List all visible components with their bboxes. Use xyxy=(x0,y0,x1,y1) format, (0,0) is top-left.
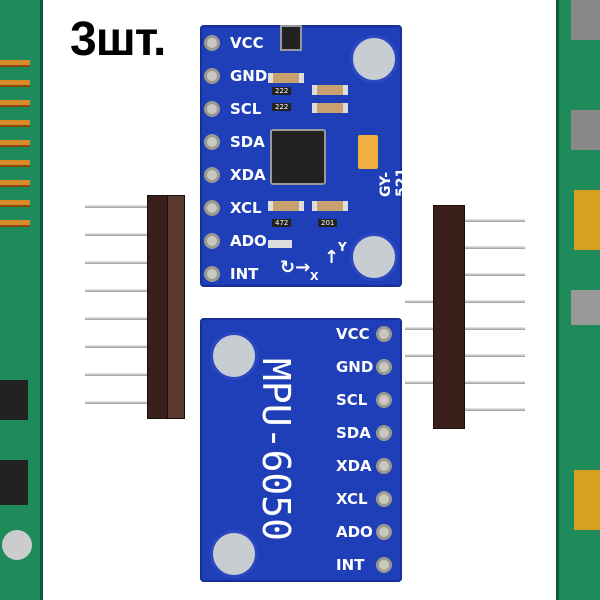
axis-arrows-icon: ↑ xyxy=(324,247,340,268)
mounting-hole xyxy=(350,233,398,281)
pin-label: GND xyxy=(230,67,268,85)
axis-y-label: Y xyxy=(338,240,347,254)
pin-label: SDA xyxy=(230,133,265,151)
pin-header-right xyxy=(405,205,527,430)
resistor-code: 472 xyxy=(272,219,292,227)
led xyxy=(268,240,292,248)
mounting-hole xyxy=(210,530,258,578)
axis-arrows-icon: ↻→ xyxy=(280,257,311,278)
green-pcb-right xyxy=(556,0,600,600)
pin-label: SDA xyxy=(336,424,371,442)
mpu6050-chip xyxy=(270,129,326,185)
pin-label: XDA xyxy=(230,166,266,184)
pin-header-left xyxy=(85,195,190,420)
resistor-code: 222 xyxy=(272,87,292,95)
pin-label: XDA xyxy=(336,457,372,475)
pin-label: SCL xyxy=(336,391,368,409)
green-pcb-left xyxy=(0,0,43,600)
pin-label: ADO xyxy=(336,523,373,541)
pin-label: VCC xyxy=(230,34,264,52)
regulator-chip xyxy=(280,25,302,51)
gy521-board-top: VCC GND SCL SDA XDA XCL ADO INT 222 222 … xyxy=(200,25,410,287)
pin-label: XCL xyxy=(336,490,368,508)
pin-label: INT xyxy=(336,556,365,574)
model-label: GY-521 xyxy=(378,167,410,197)
pin-label: ADO xyxy=(230,232,267,250)
pin-label: INT xyxy=(230,265,259,283)
pin-label: SCL xyxy=(230,100,262,118)
pin-label: GND xyxy=(336,358,374,376)
resistor-code: 201 xyxy=(318,219,338,227)
model-label: MPU-6050 xyxy=(254,358,298,542)
axis-x-label: X xyxy=(310,270,319,283)
mounting-hole xyxy=(210,332,258,380)
tantalum-capacitor xyxy=(358,135,378,169)
mounting-hole xyxy=(350,35,398,83)
pin-label: XCL xyxy=(230,199,262,217)
quantity-label: 3шт. xyxy=(70,13,166,66)
pin-label: VCC xyxy=(336,325,370,343)
resistor-code: 222 xyxy=(272,103,292,111)
mpu6050-board-bottom: MPU-6050 VCC GND SCL SDA XDA XCL ADO INT xyxy=(200,318,402,582)
